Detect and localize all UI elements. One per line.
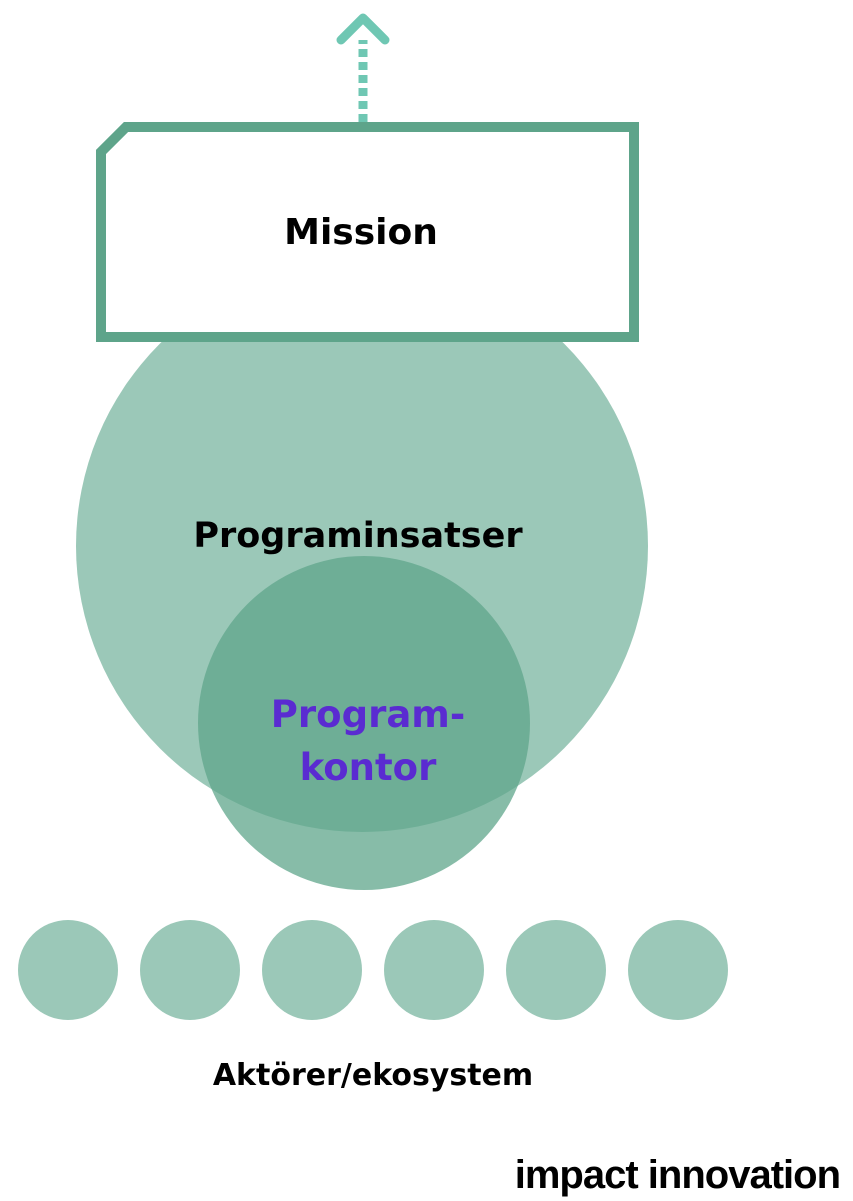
actor-circle (140, 920, 240, 1020)
office-label-line1: Program- (271, 693, 465, 736)
brand-logo: impact innovation (515, 1153, 840, 1197)
up-arrow-icon (336, 13, 390, 122)
actor-circle (384, 920, 484, 1020)
mission-box (96, 122, 639, 342)
actor-circle (18, 920, 118, 1020)
actors-label: Aktörer/ekosystem (213, 1058, 533, 1093)
program-label: Programinsatser (193, 516, 523, 556)
office-label-line2: kontor (300, 746, 437, 789)
mission-label: Mission (284, 212, 438, 253)
actor-circle (262, 920, 362, 1020)
actors-row (18, 920, 728, 1020)
office-circle (198, 556, 530, 890)
actor-circle (628, 920, 728, 1020)
actor-circle (506, 920, 606, 1020)
